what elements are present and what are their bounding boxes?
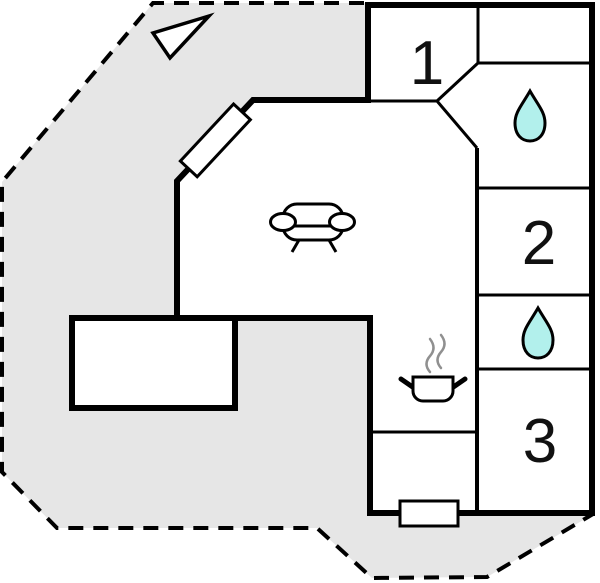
annex-room xyxy=(69,315,238,411)
room-labels: 1 2 3 xyxy=(410,29,557,476)
sofa-armrest-right xyxy=(328,212,356,232)
building-outline xyxy=(174,2,595,516)
wall-chamfer-upper xyxy=(435,61,480,103)
sofa-leg-right xyxy=(327,239,338,253)
water-drop-icon xyxy=(521,304,555,360)
window-icon xyxy=(178,101,253,179)
room-1-label: 1 xyxy=(410,29,444,98)
room-3-label: 3 xyxy=(523,407,557,476)
window-icon xyxy=(398,499,460,528)
wall-chamfer-lower xyxy=(435,100,479,149)
pot-body xyxy=(411,375,455,403)
sofa-leg-left xyxy=(290,239,301,253)
steam-icon xyxy=(425,333,446,374)
interior-walls xyxy=(368,7,592,513)
steam-wave xyxy=(425,337,435,374)
north-arrow-icon xyxy=(150,12,215,61)
cooking-pot-icon xyxy=(398,375,468,403)
sofa-armrest-left xyxy=(269,212,297,232)
steam-wave xyxy=(436,333,446,370)
sofa-icon xyxy=(269,202,356,253)
water-drop-icon xyxy=(513,87,547,143)
room-2-label: 2 xyxy=(522,209,556,278)
